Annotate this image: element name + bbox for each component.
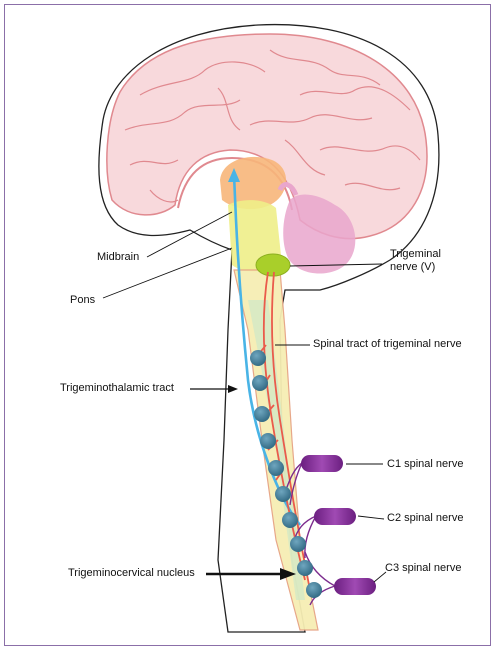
label-c3-spinal-nerve: C3 spinal nerve [385, 562, 462, 574]
label-trigeminocervical-nucleus: Trigeminocervical nucleus [68, 567, 195, 579]
cerebrum [106, 33, 428, 240]
trigeminal-nerve [255, 253, 291, 277]
c3-spinal-nerve-shape [334, 578, 376, 595]
gyri-lines [124, 49, 421, 203]
label-trigeminal-line2: nerve (V) [390, 261, 436, 273]
label-trigeminothalamic-tract: Trigeminothalamic tract [60, 382, 174, 394]
arrows [190, 385, 296, 580]
label-pons: Pons [70, 294, 96, 306]
label-midbrain: Midbrain [97, 251, 140, 263]
label-spinal-tract: Spinal tract of trigeminal nerve [313, 338, 462, 350]
label-trigeminal-line1: Trigeminal [390, 248, 441, 260]
c1-spinal-nerve-shape [301, 455, 343, 472]
label-c2-spinal-nerve: C2 spinal nerve [387, 512, 464, 524]
leader-lines [102, 211, 387, 583]
cerebellum [277, 182, 356, 274]
c2-spinal-nerve-shape [314, 508, 356, 525]
label-c1-spinal-nerve: C1 spinal nerve [387, 458, 464, 470]
tract-arrowhead [228, 168, 240, 182]
label-trigeminal-nerve: Trigeminal nerve (V) [390, 248, 470, 274]
trigeminocervical-nucleus-dots [250, 350, 322, 598]
midbrain [220, 156, 287, 210]
